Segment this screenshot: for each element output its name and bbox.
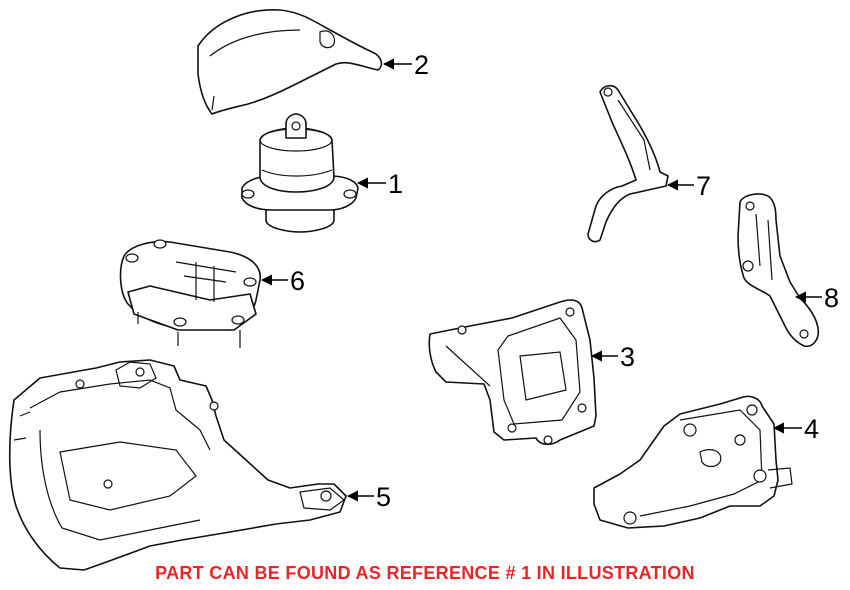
- callout-4: 4: [804, 414, 819, 444]
- part-6-transmission-mount: [119, 239, 261, 348]
- part-5-subframe: [8, 359, 347, 571]
- callout-5: 5: [376, 482, 391, 512]
- part-4-bracket: [593, 395, 793, 529]
- reference-note: PART CAN BE FOUND AS REFERENCE # 1 IN IL…: [155, 563, 695, 583]
- part-3-bracket: [428, 299, 597, 446]
- callout-3: 3: [620, 342, 635, 372]
- callout-6: 6: [290, 266, 305, 296]
- part-2-heat-shield: [197, 9, 383, 115]
- callout-1: 1: [388, 169, 403, 199]
- callout-8: 8: [824, 283, 839, 313]
- part-8-bracket: [737, 193, 820, 348]
- part-1-engine-mount: [241, 113, 359, 233]
- part-7-bracket: [587, 84, 669, 243]
- callout-2: 2: [414, 50, 429, 80]
- callout-7: 7: [696, 171, 711, 201]
